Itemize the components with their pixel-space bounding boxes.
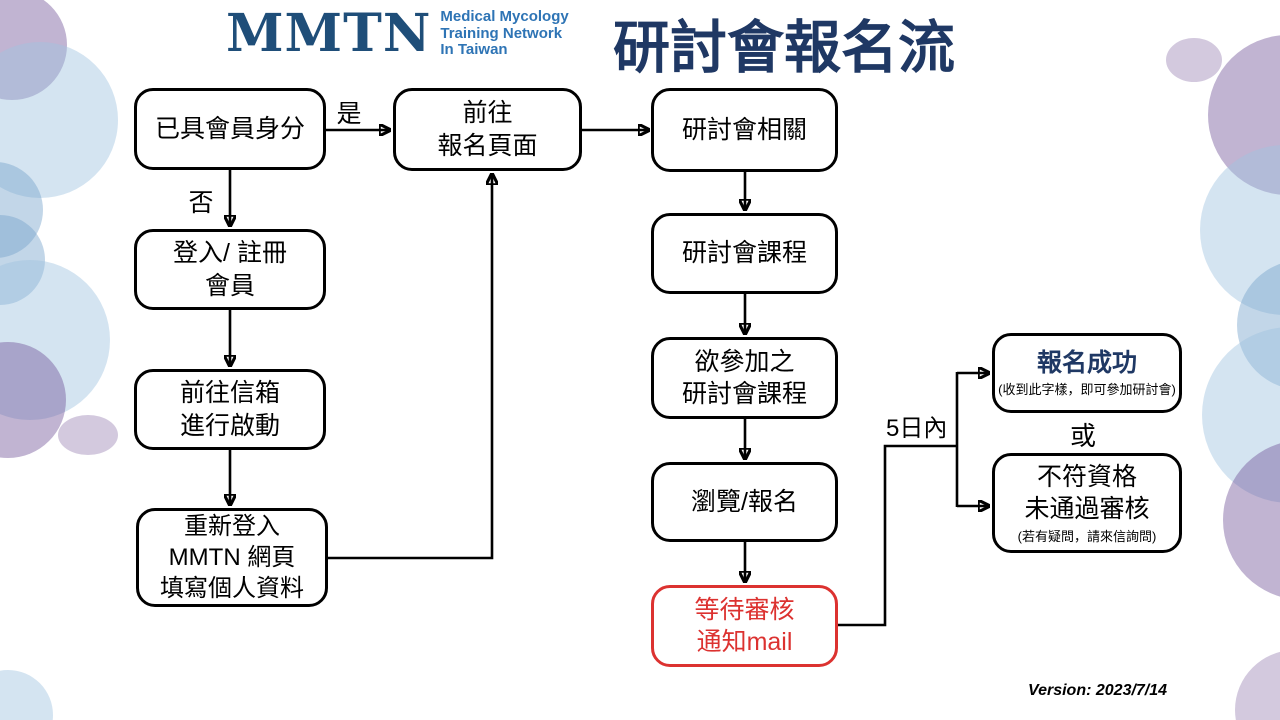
flow-box-label: 不符資格	[1036, 462, 1137, 491]
bg-circle	[1166, 38, 1222, 82]
flow-box-seminar-courses: 研討會課程	[651, 213, 838, 294]
flow-box-goto-registration: 前往 報名頁面	[393, 88, 582, 171]
flow-box-mailbox-activate: 前往信箱 進行啟動	[134, 369, 326, 450]
edge-label-or: 或	[1070, 421, 1097, 451]
flow-box-label: 未通過審核	[1024, 495, 1150, 524]
edge-label-no: 否	[188, 189, 214, 217]
bg-circle	[0, 670, 53, 720]
mmtn-logo: MMTN Medical Mycology Training Network I…	[226, 8, 569, 60]
flow-box-label: 填寫個人資料	[160, 575, 304, 603]
flow-box-label: 已具會員身分	[154, 114, 305, 143]
flow-box-member: 已具會員身分	[134, 88, 326, 170]
flow-box-label: 等待審核	[694, 595, 795, 624]
flow-box-relogin-fill-profile: 重新登入 MMTN 網頁 填寫個人資料	[136, 508, 328, 607]
bg-circle	[58, 415, 118, 455]
flow-box-wait-review-mail: 等待審核 通知mail	[651, 585, 838, 667]
flow-box-label: 瀏覽/報名	[691, 487, 798, 516]
flow-box-browse-register: 瀏覽/報名	[651, 462, 838, 542]
bg-circle	[1235, 650, 1280, 720]
flow-box-not-qualified: 不符資格 未通過審核 (若有疑問，請來信詢問)	[992, 453, 1182, 553]
flow-box-label: 重新登入	[184, 512, 280, 540]
logo-tagline: Medical Mycology Training Network In Tai…	[440, 9, 568, 59]
flow-box-seminar-related: 研討會相關	[651, 88, 838, 172]
flow-box-label: 欲參加之	[694, 347, 795, 376]
edge-label-yes: 是	[336, 100, 362, 128]
flow-box-label: 進行啟動	[179, 411, 280, 440]
flow-box-label: 報名成功	[1036, 348, 1137, 377]
version-text: Version: 2023/7/14	[1028, 682, 1168, 699]
flow-box-label: 前往信箱	[179, 379, 280, 407]
flow-box-label: 報名頁面	[437, 131, 538, 160]
edge-label-within-5-days: 5日內	[886, 415, 948, 442]
flow-box-label: 前往	[462, 99, 513, 127]
logo-tagline-line: Medical Mycology	[440, 8, 569, 26]
flow-box-note: (收到此字樣，即可參加研討會)	[998, 381, 1176, 397]
flow-box-label: 會員	[204, 271, 255, 300]
flow-box-label: 研討會課程	[681, 380, 807, 408]
flow-box-register-success: 報名成功 (收到此字樣，即可參加研討會)	[992, 333, 1182, 413]
flow-box-courses-to-join: 欲參加之 研討會課程	[651, 337, 838, 419]
flow-box-login-register: 登入/ 註冊 會員	[134, 229, 326, 310]
flow-box-label: 登入/ 註冊	[173, 239, 287, 267]
logo-tagline-line: Training Network	[440, 24, 563, 42]
flow-box-note: (若有疑問，請來信詢問)	[1017, 528, 1157, 544]
logo-tagline-line: In Taiwan	[440, 41, 508, 59]
flow-box-label: 研討會課程	[681, 239, 807, 268]
flow-box-label: MMTN 網頁	[168, 543, 296, 571]
flow-box-label: 研討會相關	[681, 115, 807, 144]
flow-box-label: 通知mail	[696, 628, 793, 656]
logo-wordmark: MMTN	[226, 3, 432, 64]
